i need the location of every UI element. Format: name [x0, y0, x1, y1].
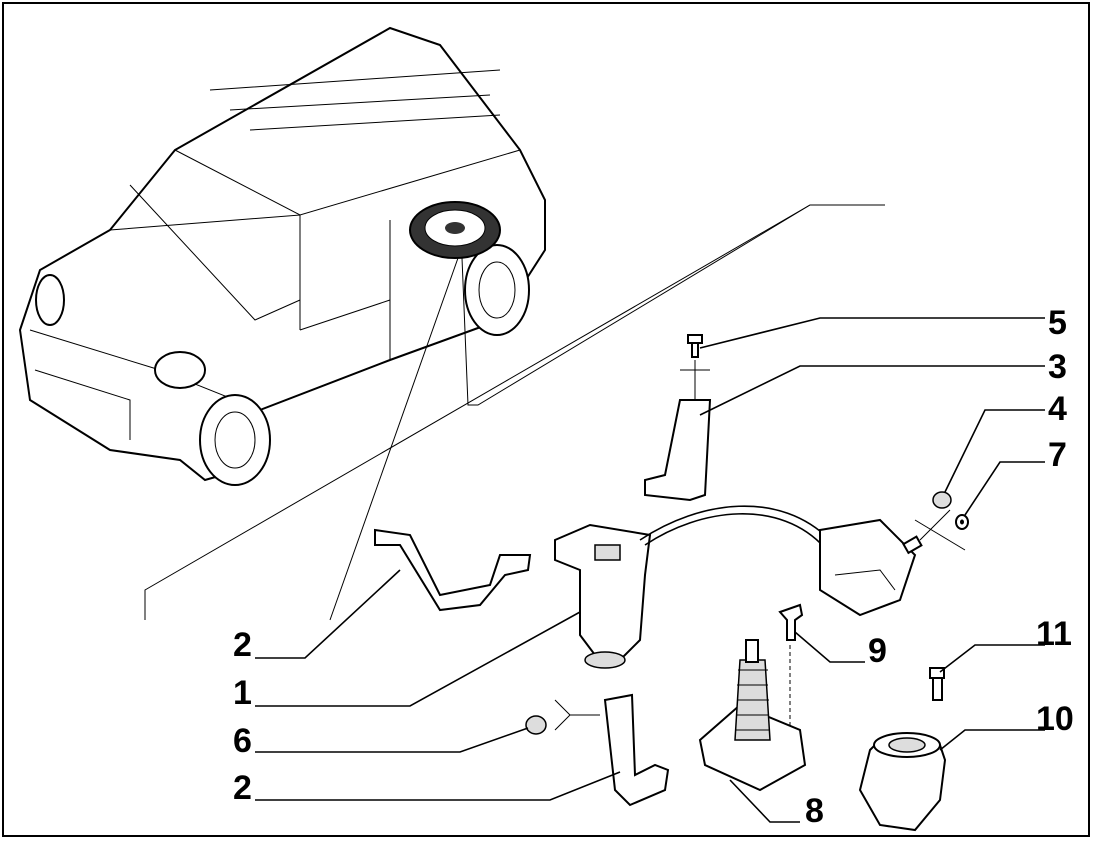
callout-2-top: 2 [233, 626, 252, 664]
callout-4: 4 [1048, 390, 1067, 428]
callout-11: 11 [1036, 615, 1072, 653]
callout-1: 1 [233, 674, 252, 712]
callout-5: 5 [1048, 304, 1067, 342]
parts [374, 334, 969, 832]
section-line [144, 204, 885, 620]
callout-6: 6 [233, 722, 252, 760]
callout-3: 3 [1048, 348, 1067, 386]
leader-lines [255, 317, 1045, 823]
callout-2-bottom: 2 [233, 769, 252, 807]
callout-8: 8 [805, 792, 824, 830]
callout-10: 10 [1036, 700, 1074, 738]
van-illustration [18, 26, 546, 486]
callout-7: 7 [1048, 436, 1067, 474]
callout-9: 9 [868, 632, 887, 670]
